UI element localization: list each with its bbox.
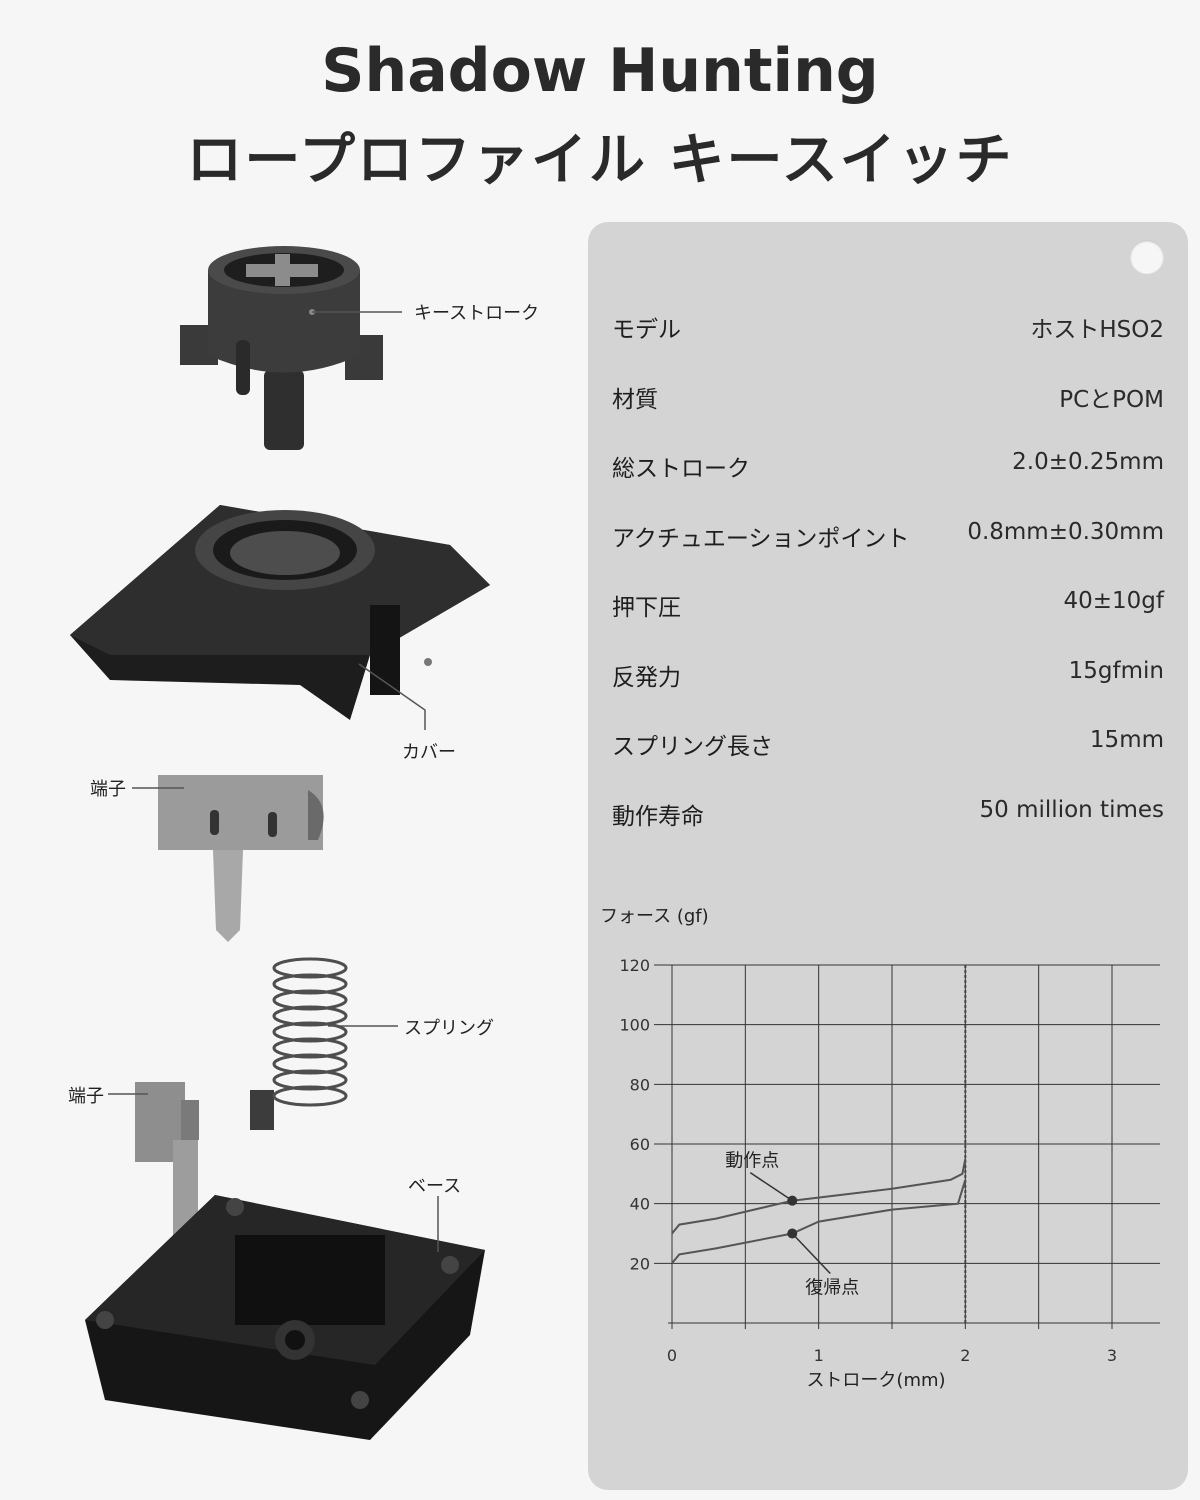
spec-row-lifespan: 動作寿命 50 million times <box>612 797 1164 837</box>
cover-illustration <box>70 505 490 720</box>
spec-label: アクチュエーションポイント <box>612 526 910 552</box>
terminal-top-label: 端子 <box>90 779 126 800</box>
base-callout-line <box>437 1196 439 1252</box>
spec-label: モデル <box>612 317 681 343</box>
spec-row-actuation-force: 押下圧 40±10gf <box>612 588 1164 628</box>
hang-hole <box>1130 240 1164 274</box>
spec-row-return-force: 反発力 15gfmin <box>612 658 1164 698</box>
x-tick-label: 2 <box>960 1346 970 1365</box>
x-axis-label: ストローク(mm) <box>806 1370 945 1391</box>
y-tick-label: 80 <box>630 1075 650 1094</box>
spec-value: 2.0±0.25mm <box>1012 449 1164 475</box>
spec-row-actuation-point: アクチュエーションポイント 0.8mm±0.30mm <box>612 519 1164 559</box>
y-tick-label: 60 <box>630 1135 650 1154</box>
stem-callout-line <box>312 311 402 313</box>
spec-value: 40±10gf <box>1063 588 1164 614</box>
chart-series <box>671 1158 967 1264</box>
annotation-leader <box>791 1232 831 1275</box>
spring-label: スプリング <box>404 1018 494 1039</box>
terminal-top-callout-line <box>132 787 184 789</box>
annotation-dot <box>787 1195 798 1206</box>
stem-illustration <box>180 246 383 450</box>
spec-label: 動作寿命 <box>612 804 704 830</box>
spring-illustration <box>250 957 348 1130</box>
spring-callout-line <box>328 1025 398 1027</box>
chart-grid <box>654 964 1160 1329</box>
chart-ticks: 20 40 60 80 100 120 0 1 2 3 <box>619 956 1117 1365</box>
spec-row-spring-length: スプリング長さ 15mm <box>612 727 1164 767</box>
page-subtitle: ロープロファイル キースイッチ <box>186 128 1014 193</box>
y-axis-label: フォース (gf) <box>600 906 709 927</box>
spec-label: スプリング長さ <box>612 734 773 760</box>
x-tick-label: 1 <box>814 1346 824 1365</box>
y-tick-label: 100 <box>619 1016 650 1035</box>
x-tick-label: 3 <box>1107 1346 1117 1365</box>
y-tick-label: 40 <box>630 1195 650 1214</box>
series-line-1 <box>671 1158 967 1235</box>
terminal-bottom-callout-line <box>108 1093 148 1095</box>
series-line-2 <box>671 1179 967 1264</box>
y-tick-label: 20 <box>630 1254 650 1273</box>
spec-value: 15mm <box>1089 727 1164 753</box>
terminal-bottom-illustration <box>135 1082 199 1240</box>
annotation-leader <box>749 1172 793 1202</box>
stem-label: キーストローク <box>414 303 540 324</box>
spec-value: 15gfmin <box>1068 658 1164 684</box>
spec-value: ホストHSO2 <box>1030 317 1164 343</box>
spec-row-material: 材質 PCとPOM <box>612 380 1164 420</box>
cover-callout-line <box>358 663 426 730</box>
x-tick-label: 0 <box>667 1346 677 1365</box>
y-tick-label: 120 <box>619 956 650 975</box>
spec-label: 材質 <box>612 387 658 413</box>
spec-value: 50 million times <box>979 797 1164 823</box>
page-title: Shadow Hunting <box>321 36 879 106</box>
spec-label: 反発力 <box>612 665 681 691</box>
base-label: ベース <box>408 1176 462 1197</box>
cover-label: カバー <box>402 742 456 763</box>
spec-row-total-stroke: 総ストローク 2.0±0.25mm <box>612 449 1164 489</box>
base-illustration <box>85 1195 485 1440</box>
terminal-bottom-label: 端子 <box>68 1086 104 1107</box>
spec-label: 総ストローク <box>612 456 750 482</box>
spec-row-model: モデル ホストHSO2 <box>612 310 1164 350</box>
spec-value: PCとPOM <box>1059 387 1164 413</box>
spec-value: 0.8mm±0.30mm <box>967 519 1164 545</box>
spec-card <box>588 222 1188 1490</box>
annotation-label: 動作点 <box>725 1151 779 1172</box>
terminal-top-illustration <box>158 775 324 942</box>
annotation-label: 復帰点 <box>805 1278 859 1299</box>
spec-label: 押下圧 <box>612 595 681 621</box>
